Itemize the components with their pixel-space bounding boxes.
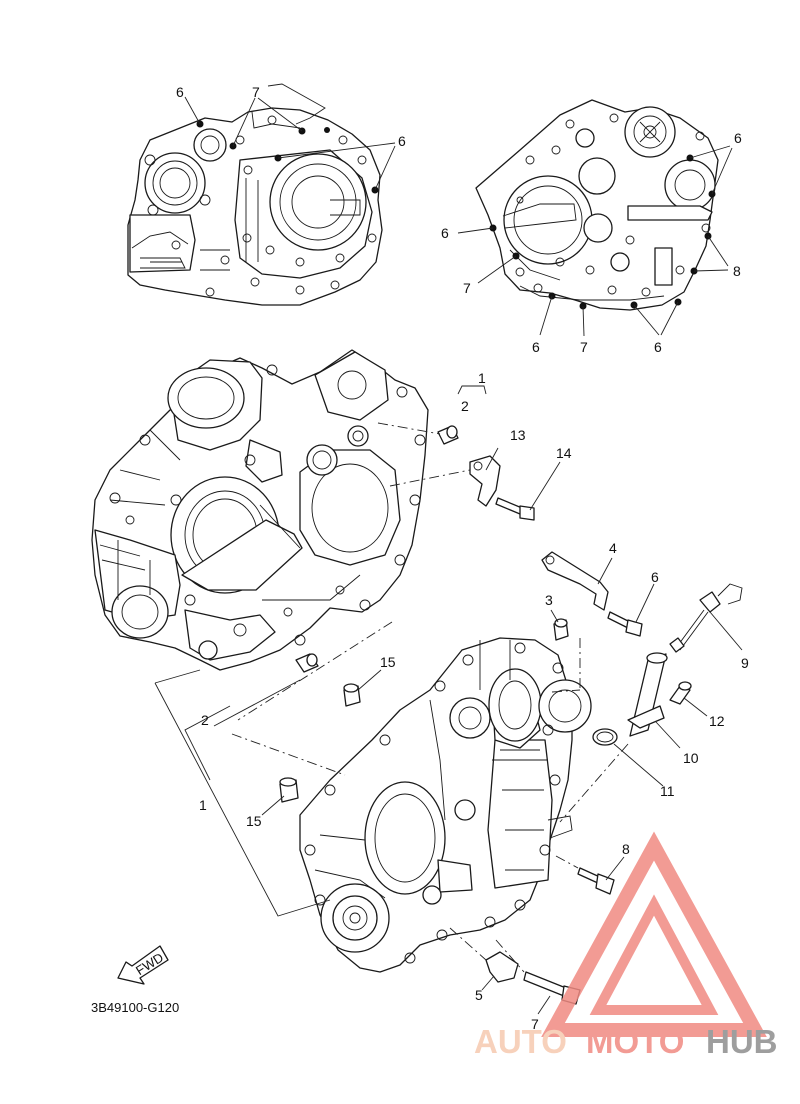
callout-labels: 6 7 6 6 6 7 8 6 7 6 1 2 13 14 4 6 3 9 15…: [176, 84, 749, 1032]
callout-7: 7: [531, 1016, 539, 1032]
callout-15: 15: [246, 813, 262, 829]
watermark-auto: AUTO: [474, 1023, 567, 1060]
dowel-pin-3: [553, 618, 569, 641]
callout-8: 8: [733, 263, 741, 279]
watermark-logo: AUTO MOTO HUB: [474, 831, 778, 1060]
callout-14: 14: [556, 445, 572, 461]
callout-2: 2: [201, 712, 209, 728]
collar-lower: [279, 777, 299, 803]
collar-upper: [343, 683, 361, 707]
callout-13: 13: [510, 427, 526, 443]
pipe-10: [627, 652, 668, 737]
fwd-arrow-icon: FWD: [117, 945, 169, 985]
callout-6: 6: [654, 339, 662, 355]
assembly-lines: [154, 385, 743, 1015]
callout-6: 6: [176, 84, 184, 100]
holder-13: [469, 455, 501, 507]
callout-4: 4: [609, 540, 617, 556]
crankcase-left-inner-view: [127, 83, 396, 306]
callout-6: 6: [651, 569, 659, 585]
watermark-moto: MOTO: [586, 1023, 684, 1060]
callout-6: 6: [734, 130, 742, 146]
crankcase-right-inner-view: [457, 99, 733, 337]
bolt-8: [577, 867, 615, 895]
stay-4: [541, 551, 609, 611]
callout-2: 2: [461, 398, 469, 414]
callout-6: 6: [532, 339, 540, 355]
callout-10: 10: [683, 750, 699, 766]
callout-6: 6: [398, 133, 406, 149]
plate-5: [485, 951, 519, 983]
callout-12: 12: [709, 713, 725, 729]
watermark-hub: HUB: [706, 1023, 778, 1060]
crankcase-right-half: [299, 637, 592, 973]
callout-11: 11: [660, 783, 675, 799]
callout-1: 1: [478, 370, 486, 386]
callout-6: 6: [441, 225, 449, 241]
dowel-pin-lower: [295, 653, 319, 673]
bolt-14: [495, 497, 535, 521]
callout-7: 7: [580, 339, 588, 355]
callout-5: 5: [475, 987, 483, 1003]
o-ring-11: [592, 728, 618, 746]
callout-8: 8: [622, 841, 630, 857]
crankcase-left-half: [91, 349, 429, 671]
callout-7: 7: [252, 84, 260, 100]
dipstick-9: [669, 583, 743, 653]
callout-15: 15: [380, 654, 396, 670]
diagram-code: 3B49100-G120: [91, 1000, 179, 1015]
callout-9: 9: [741, 655, 749, 671]
callout-7: 7: [463, 280, 471, 296]
bolt-6: [607, 611, 643, 637]
bolt-12: [669, 681, 692, 705]
callout-1: 1: [199, 797, 207, 813]
dowel-pin-upper: [437, 425, 459, 445]
callout-3: 3: [545, 592, 553, 608]
